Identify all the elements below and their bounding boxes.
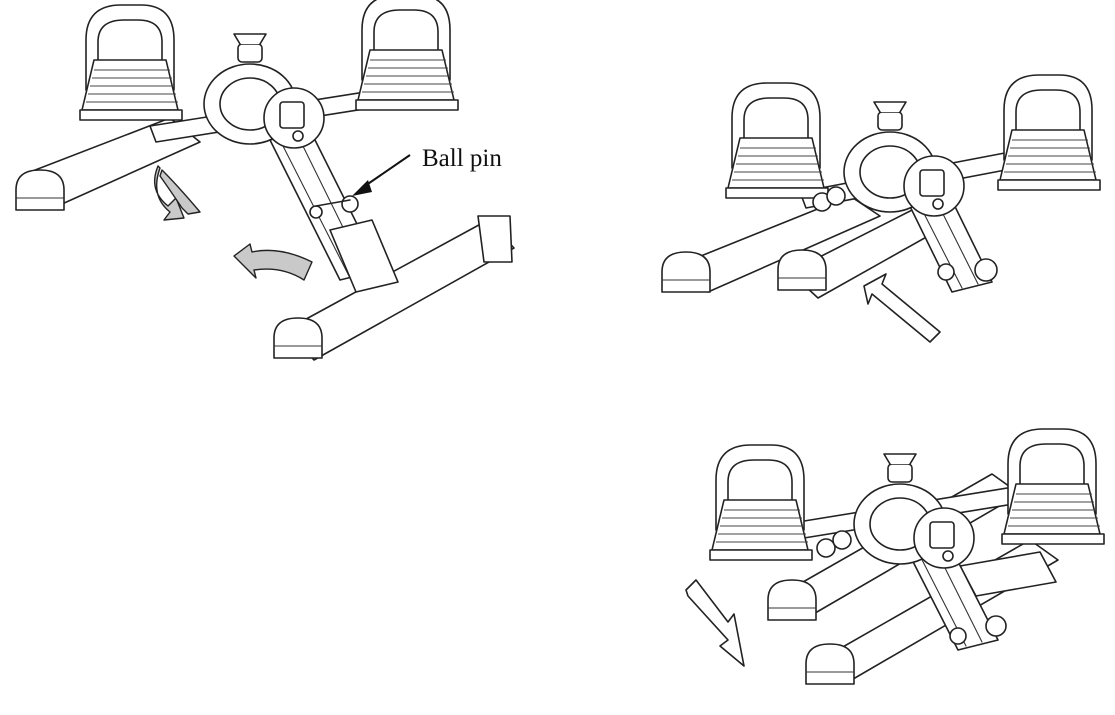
ball-pin-callout: Ball pin <box>352 145 502 196</box>
figure-push-in-step <box>661 74 1101 343</box>
rotate-arrow-icon <box>233 243 313 281</box>
rotate-arrow-icon <box>154 165 185 221</box>
pull-out-arrow-icon <box>685 579 745 667</box>
figure-pull-out-step <box>685 428 1105 685</box>
push-in-arrow-icon <box>863 273 941 343</box>
figure-unfold-step <box>15 0 515 361</box>
ball-pin-label: Ball pin <box>422 145 502 172</box>
rotate-arrow-icon <box>159 169 201 215</box>
